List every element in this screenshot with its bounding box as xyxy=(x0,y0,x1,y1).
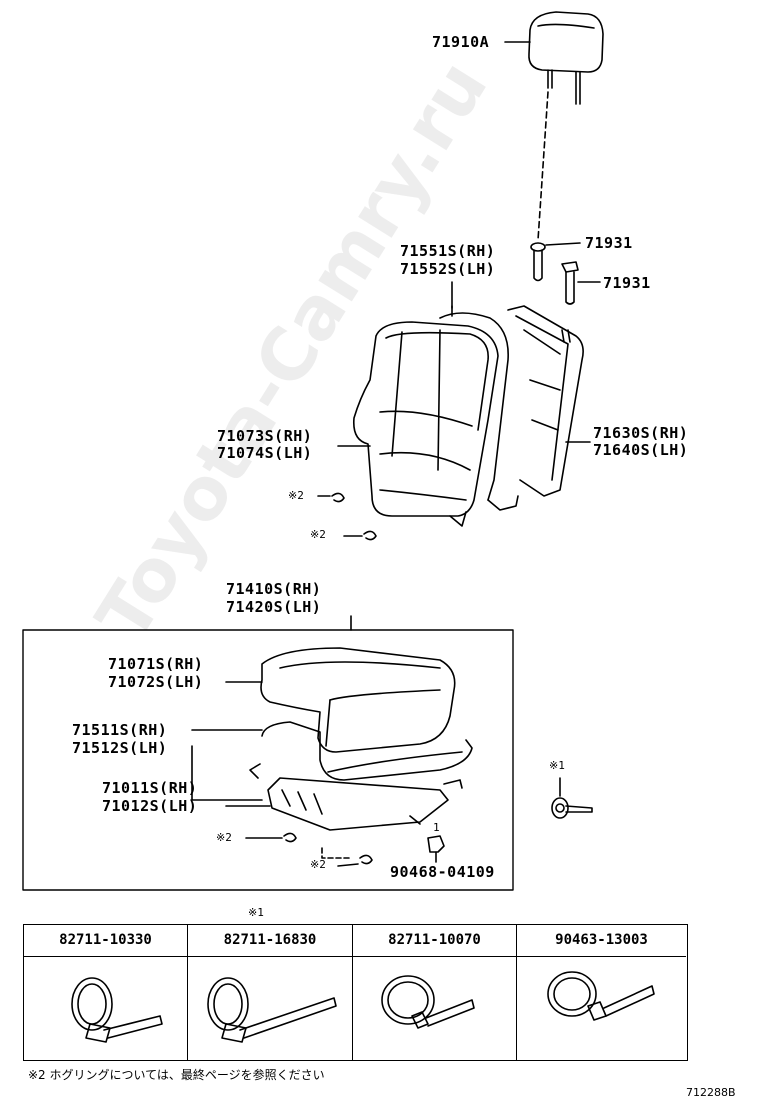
label-cushion-pad-lh: 71512S(LH) xyxy=(72,739,168,757)
label-back-cover-rh: 71073S(RH) xyxy=(217,427,313,445)
label-back-frame-lh: 71640S(LH) xyxy=(593,441,689,459)
label-bezel-b: 71931 xyxy=(603,274,651,292)
band-table: 82711-10330 82711-16830 82711-10070 9046… xyxy=(23,924,688,1061)
ref-hog-ring-2: ※2 xyxy=(310,528,326,541)
label-cushion-frame-rh: 71011S(RH) xyxy=(102,779,198,797)
footnote: ※2 ホグリングについては、最終ページを参照ください xyxy=(28,1068,325,1082)
label-back-cover-lh: 71074S(LH) xyxy=(217,444,313,462)
guide-drawing xyxy=(530,242,579,305)
label-headrest: 71910A xyxy=(432,33,490,51)
band-cell-3: 82711-10070 xyxy=(353,925,517,1060)
band-part-4: 90463-13003 xyxy=(517,925,686,957)
label-cushion-cover-rh: 71071S(RH) xyxy=(108,655,204,673)
label-cushion-pad-rh: 71511S(RH) xyxy=(72,721,168,739)
label-clip: 90468-04109 xyxy=(390,863,495,881)
label-cushion-frame-lh: 71012S(LH) xyxy=(102,797,198,815)
band-part-1: 82711-10330 xyxy=(24,925,187,957)
band-cell-4: 90463-13003 xyxy=(517,925,686,1060)
label-back-pad-rh: 71551S(RH) xyxy=(400,242,496,260)
label-back-frame-rh: 71630S(RH) xyxy=(593,424,689,442)
headrest-drawing xyxy=(528,11,604,105)
label-cushion-assy-lh: 71420S(LH) xyxy=(226,598,322,616)
tie-band-drawing xyxy=(551,797,593,819)
ref-hog-ring-1: ※2 xyxy=(288,489,304,502)
band-part-2: 82711-16830 xyxy=(188,925,352,957)
seat-cushion-drawing xyxy=(249,647,473,831)
ref-one: 1 xyxy=(433,821,440,834)
band-cell-1: 82711-10330 xyxy=(24,925,188,1060)
ref-hog-ring-3: ※2 xyxy=(216,831,232,844)
ref-tie-band: ※1 xyxy=(549,759,565,772)
table-ref: ※1 xyxy=(248,906,264,919)
diagram-code: 712288B xyxy=(686,1086,736,1099)
label-cushion-assy-rh: 71410S(RH) xyxy=(226,580,322,598)
label-back-pad-lh: 71552S(LH) xyxy=(400,260,496,278)
band-cell-2: 82711-16830 xyxy=(188,925,353,1060)
ref-hog-ring-4: ※2 xyxy=(310,858,326,871)
band-drawings xyxy=(71,971,655,1043)
seat-back-drawing xyxy=(352,305,584,527)
label-cushion-cover-lh: 71072S(LH) xyxy=(108,673,204,691)
band-part-3: 82711-10070 xyxy=(353,925,516,957)
label-bezel-a: 71931 xyxy=(585,234,633,252)
